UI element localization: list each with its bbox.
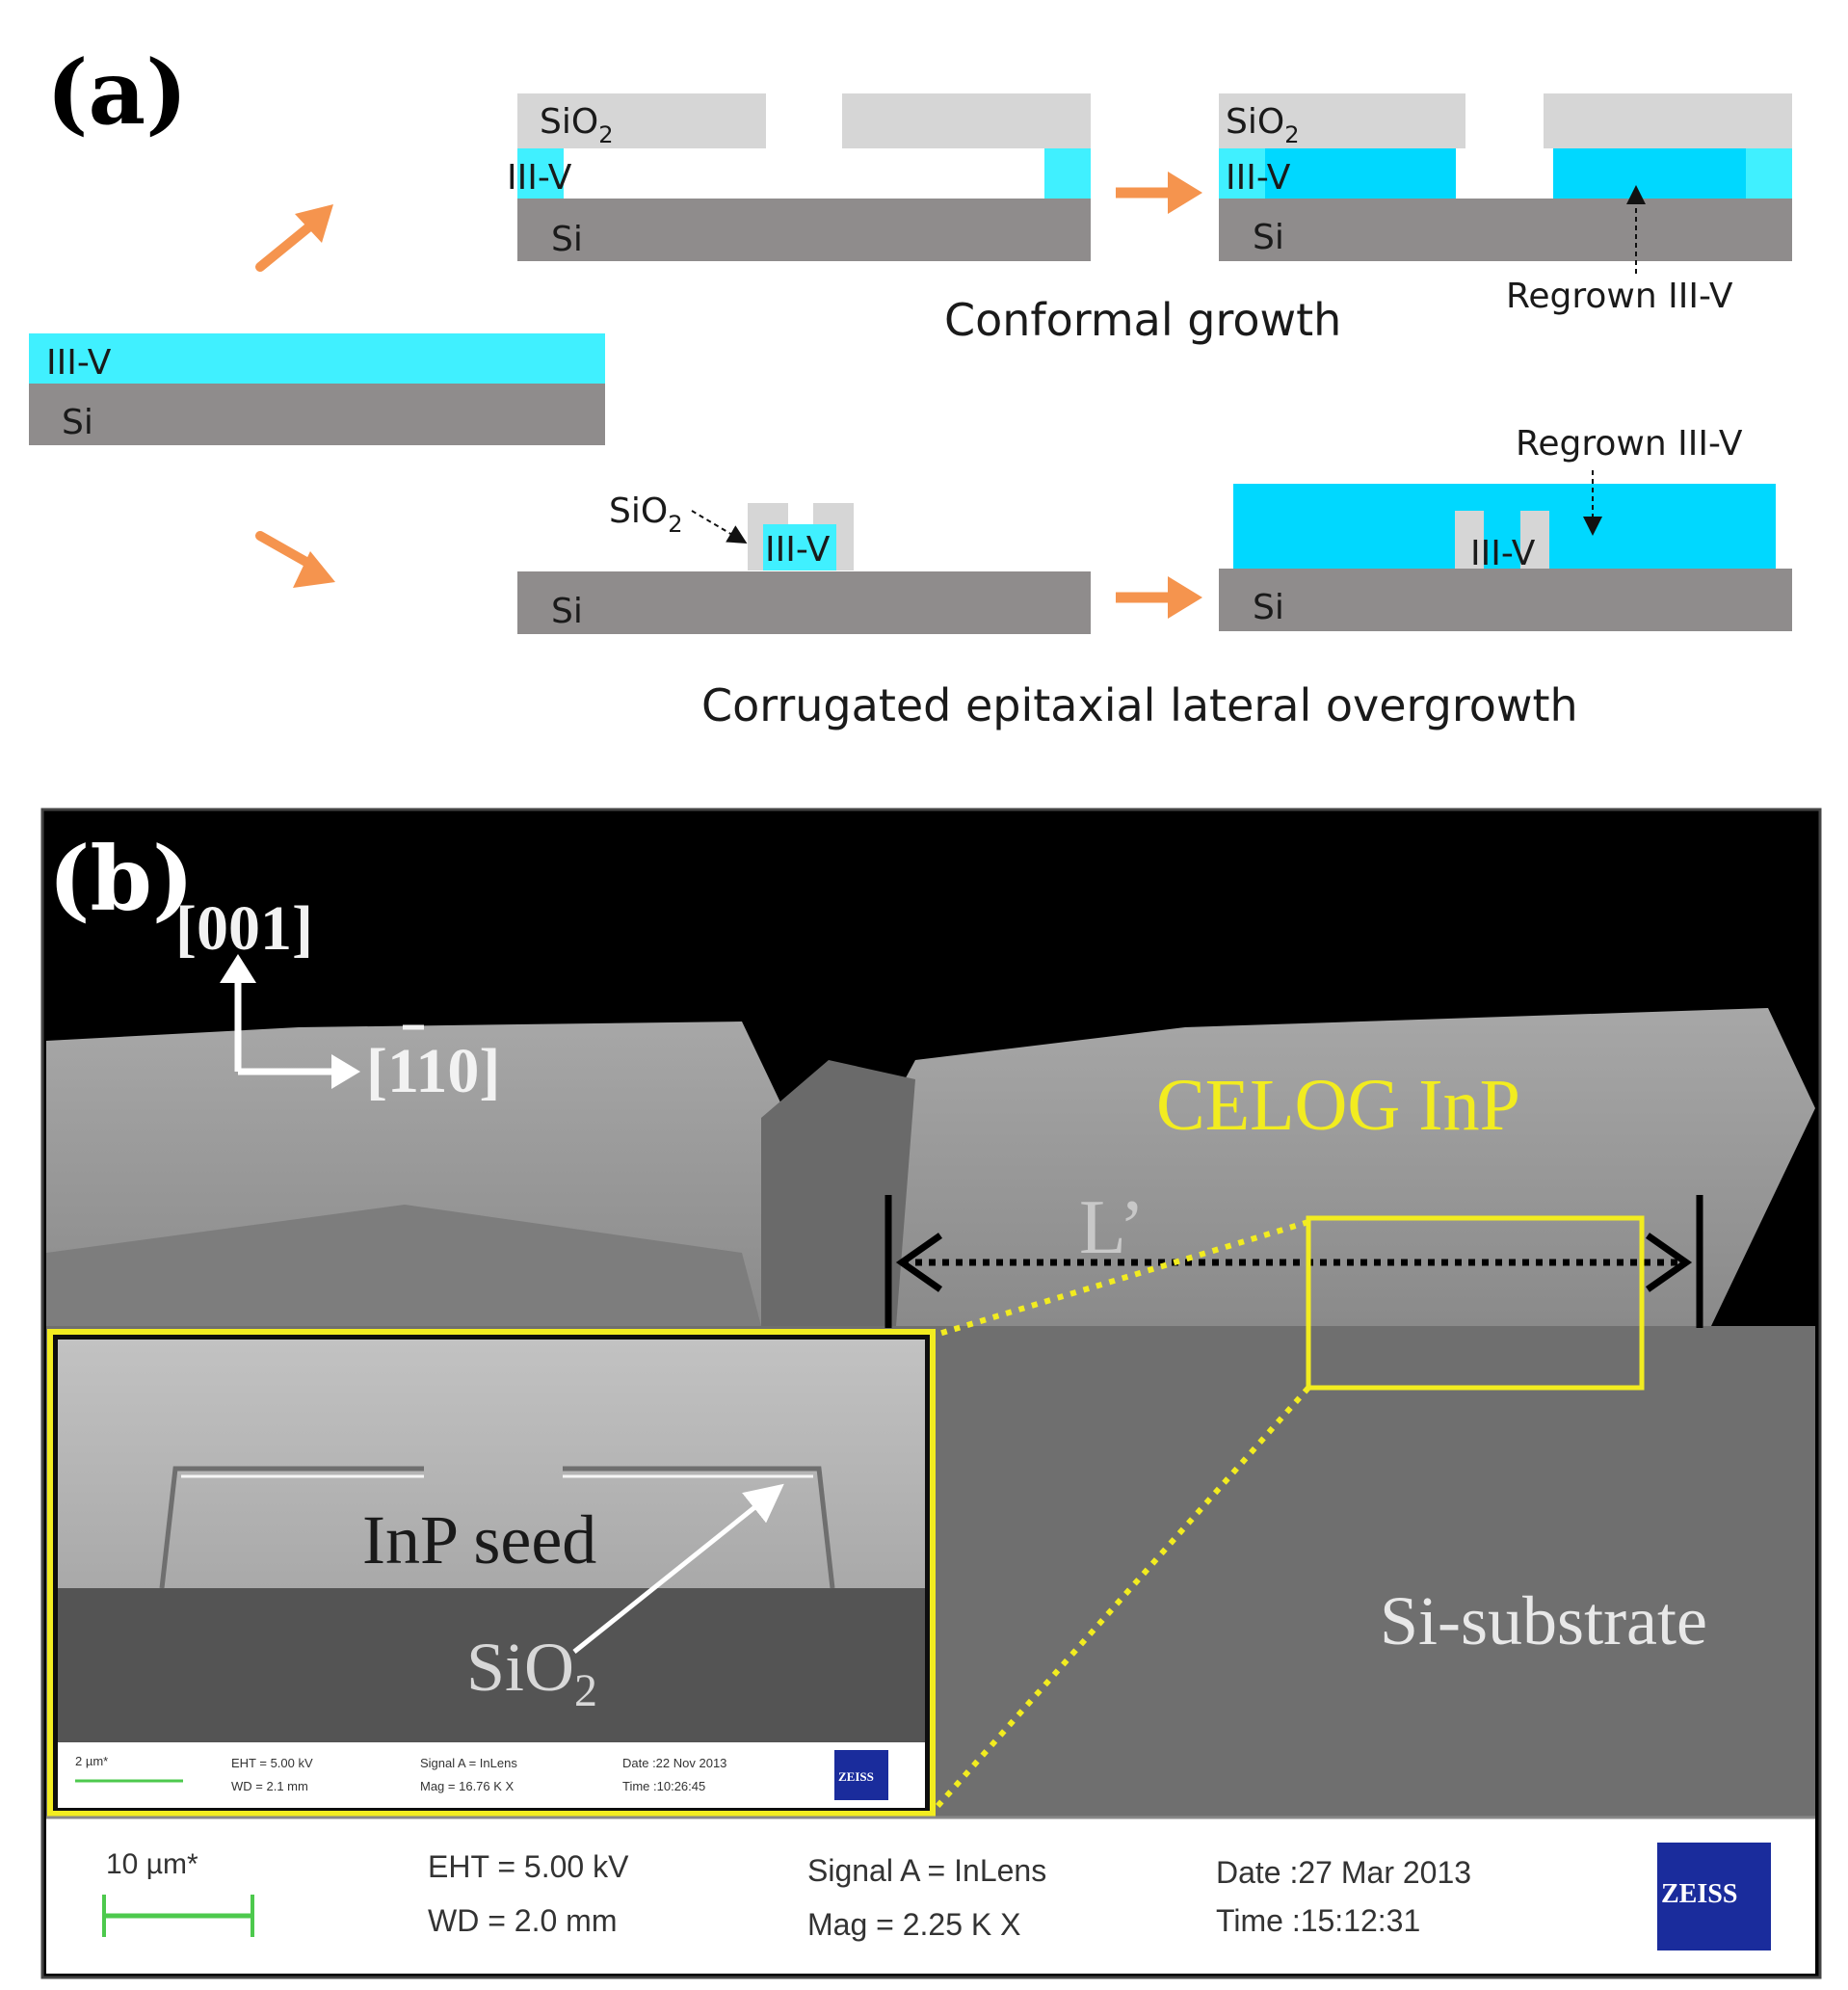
zoom-region-box — [1306, 1215, 1645, 1391]
start-si-substrate — [29, 384, 605, 445]
oxide-label: SiO2 — [1226, 102, 1299, 148]
iii-v-label: III-V — [507, 158, 572, 198]
wd-label: WD = 2.0 mm — [428, 1903, 617, 1938]
mag-label: Mag = 2.25 K X — [807, 1907, 1020, 1942]
time-label: Time :15:12:31 — [1216, 1903, 1420, 1938]
eht-label: EHT = 5.00 kV — [428, 1849, 629, 1884]
oxide-mask-right — [1520, 511, 1549, 569]
celog-inp-label: CELOG InP — [1156, 1065, 1520, 1146]
iii-v-edge-left — [517, 148, 564, 199]
inset-time: Time :10:26:45 — [622, 1779, 705, 1793]
celog-caption: Corrugated epitaxial lateral overgrowth — [701, 679, 1578, 731]
conformal-step-2: SiO2 III-V Si Regrown III-V — [1219, 93, 1792, 316]
start-wafer: III-V Si — [29, 333, 605, 445]
oxide-block-right — [1544, 93, 1792, 148]
seed-label: III-V — [1470, 534, 1536, 573]
oxide-label: SiO2 — [609, 491, 682, 538]
branch-arrow-up — [255, 204, 333, 272]
inset-zeiss-text: ZEISS — [838, 1769, 874, 1784]
crystal-junction — [761, 1060, 915, 1326]
date-label: Date :27 Mar 2013 — [1216, 1855, 1471, 1890]
iii-v-seed — [763, 524, 836, 570]
zeiss-logo-text: ZEISS — [1661, 1879, 1737, 1909]
si-label: Si — [551, 592, 583, 631]
iii-v-edge-right — [1746, 148, 1792, 199]
regrown-iii-v-layer — [1233, 484, 1776, 569]
oxide-label: SiO2 — [540, 102, 613, 148]
branch-arrow-down — [255, 531, 335, 588]
process-arrow-celog — [1116, 576, 1202, 619]
scale-label: 10 µm* — [106, 1848, 198, 1880]
crystal-lower-facet — [46, 1205, 761, 1326]
inset-info-strip — [58, 1742, 925, 1808]
panel-a-letter: (a) — [46, 40, 188, 145]
panel-b: L’ CELOG InP Si-substrate [001] [110] (b… — [40, 808, 1822, 1979]
inset-wd: WD = 2.1 mm — [231, 1779, 308, 1793]
inset-zeiss-logo — [834, 1750, 888, 1800]
zeiss-logo — [1657, 1843, 1771, 1950]
oxide-block-right — [842, 93, 1091, 148]
oxide-block-left — [1219, 93, 1465, 148]
iii-v-label: III-V — [1226, 158, 1291, 198]
si-label: Si — [1253, 218, 1284, 257]
start-si-label: Si — [62, 403, 93, 442]
inset-substrate — [58, 1588, 925, 1742]
iii-v-edge-left — [1219, 148, 1265, 199]
inset-oxide-pointer — [572, 1483, 784, 1654]
inset-oxide-label: SiO2 — [466, 1629, 597, 1716]
inset-date: Date :22 Nov 2013 — [622, 1756, 726, 1770]
signal-label: Signal A = InLens — [807, 1853, 1046, 1888]
start-iii-v-layer — [29, 333, 605, 384]
panel-b-letter: (b) — [48, 827, 194, 931]
si-substrate — [517, 571, 1091, 634]
regrown-label: Regrown III-V — [1516, 424, 1743, 464]
inset-zoom: InP seed SiO2 2 µm* EHT = 5.00 kV WD = 2… — [47, 1329, 936, 1817]
si-label: Si — [1253, 588, 1284, 627]
length-label: L’ — [1079, 1185, 1145, 1270]
length-marker — [884, 1195, 1703, 1328]
oxide-block-left — [517, 93, 766, 148]
si-substrate — [517, 199, 1091, 261]
crystal-axes — [220, 954, 360, 1089]
celog-step-2: III-V Si Regrown III-V — [1219, 424, 1792, 631]
inset-scale: 2 µm* — [75, 1754, 108, 1768]
conformal-step-1: SiO2 III-V Si — [507, 93, 1091, 261]
start-iii-v-label: III-V — [46, 343, 112, 383]
panel-a: (a) III-V Si SiO2 III-V Si — [29, 40, 1792, 731]
regrown-label: Regrown III-V — [1506, 277, 1733, 316]
zoom-line-top — [932, 1219, 1309, 1339]
inset-seed-outline — [159, 1466, 835, 1589]
seed-label: III-V — [765, 530, 831, 570]
oxide-pointer — [691, 510, 748, 544]
sem-info-bar: 10 µm* EHT = 5.00 kV WD = 2.0 mm Signal … — [46, 1816, 1815, 1974]
oxide-mask-left — [1455, 511, 1484, 569]
inset-eht: EHT = 5.00 kV — [231, 1756, 313, 1770]
inset-seed-label: InP seed — [362, 1501, 596, 1579]
si-substrate — [1219, 199, 1792, 261]
iii-v-edge-right — [1044, 148, 1091, 199]
process-arrow-conformal — [1116, 172, 1202, 214]
conformal-caption: Conformal growth — [944, 294, 1341, 346]
axis-vertical-label: [001] — [175, 893, 313, 964]
inset-crystal — [58, 1340, 925, 1588]
si-substrate-label: Si-substrate — [1380, 1582, 1707, 1659]
inset-mag: Mag = 16.76 K X — [420, 1779, 515, 1793]
scale-bar — [102, 1895, 254, 1937]
celog-step-1: SiO2 III-V Si — [517, 491, 1091, 634]
inset-signal: Signal A = InLens — [420, 1756, 517, 1770]
regrown-iii-v-right — [1553, 148, 1746, 199]
celog-crystal-right — [848, 1008, 1815, 1326]
si-substrate — [1219, 569, 1792, 631]
axis-horizontal-label: [110] — [366, 1036, 500, 1106]
si-label: Si — [551, 220, 583, 259]
